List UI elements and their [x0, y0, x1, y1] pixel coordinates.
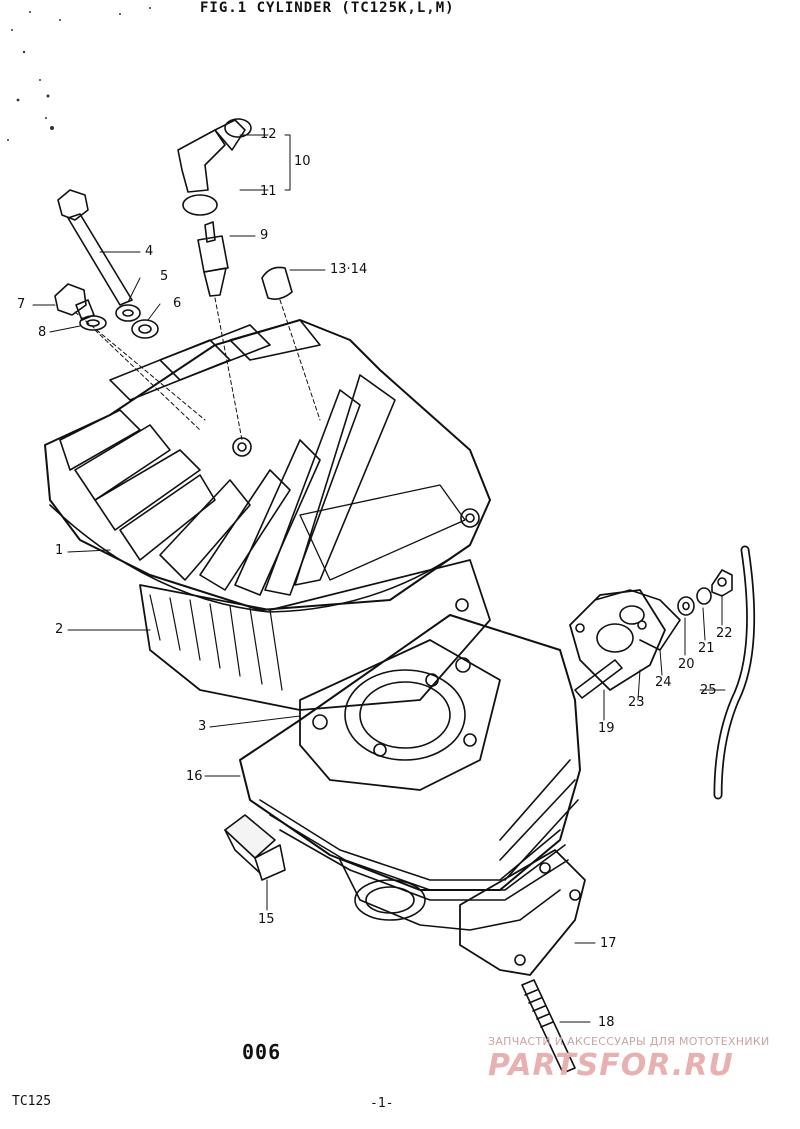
- page-title: FIG.1 CYLINDER (TC125K,L,M): [200, 0, 455, 16]
- page-code: 006: [242, 1040, 282, 1064]
- exhaust-cap-part: [224, 814, 286, 881]
- drain-plug-part: [54, 283, 107, 331]
- callout-12: 12: [260, 127, 277, 142]
- washer-nut-parts: [677, 569, 733, 616]
- callout-24: 24: [655, 675, 672, 690]
- cylinder-base-gasket-part: [459, 849, 586, 976]
- plug-cap-part: [177, 118, 252, 216]
- leader-lines: [32, 134, 726, 1023]
- callout-7: 7: [17, 297, 26, 312]
- cylinder-head-part: [44, 319, 491, 613]
- callout-22: 22: [716, 626, 733, 641]
- callout-18: 18: [598, 1015, 615, 1030]
- watermark-tagline: ЗАПЧАСТИ И АКСЕССУАРЫ ДЛЯ МОТОТЕХНИКИ: [488, 1035, 770, 1048]
- callout-3: 3: [198, 719, 207, 734]
- callout-6: 6: [173, 296, 182, 311]
- callout-25: 25: [700, 683, 717, 698]
- washers-5-6-part: [115, 304, 159, 339]
- callout-5: 5: [160, 269, 169, 284]
- model-label: TC125: [12, 1094, 52, 1109]
- callout-19: 19: [598, 721, 615, 736]
- callout-11: 11: [260, 184, 277, 199]
- hose-part: [713, 545, 756, 800]
- callout-1: 1: [55, 543, 64, 558]
- callout-23: 23: [628, 695, 645, 710]
- callout-10: 10: [294, 154, 311, 169]
- callout-2: 2: [55, 622, 64, 637]
- callout-9: 9: [260, 228, 269, 243]
- head-bolt-part: [57, 189, 133, 306]
- callout-15: 15: [258, 912, 275, 927]
- callout-17: 17: [600, 936, 617, 951]
- head-gasket-part: [139, 559, 491, 711]
- scan-noise: [7, 7, 151, 141]
- callout-20: 20: [678, 657, 695, 672]
- stud-bolt-part: [521, 979, 576, 1074]
- watermark-logo: PARTSFOR.RU: [488, 1048, 734, 1083]
- cylinder-body-part: [239, 614, 581, 931]
- base-gasket-part: [299, 639, 501, 791]
- callout-16: 16: [186, 769, 203, 784]
- callout-21: 21: [698, 641, 715, 656]
- rubber-cap-part: [261, 266, 293, 300]
- page-number: -1-: [370, 1096, 394, 1111]
- callout-8: 8: [38, 325, 47, 340]
- callout-4: 4: [145, 244, 154, 259]
- callout-13-14: 13·14: [330, 262, 368, 277]
- spark-plug-part: [197, 221, 229, 297]
- intake-flange-part: [569, 589, 681, 699]
